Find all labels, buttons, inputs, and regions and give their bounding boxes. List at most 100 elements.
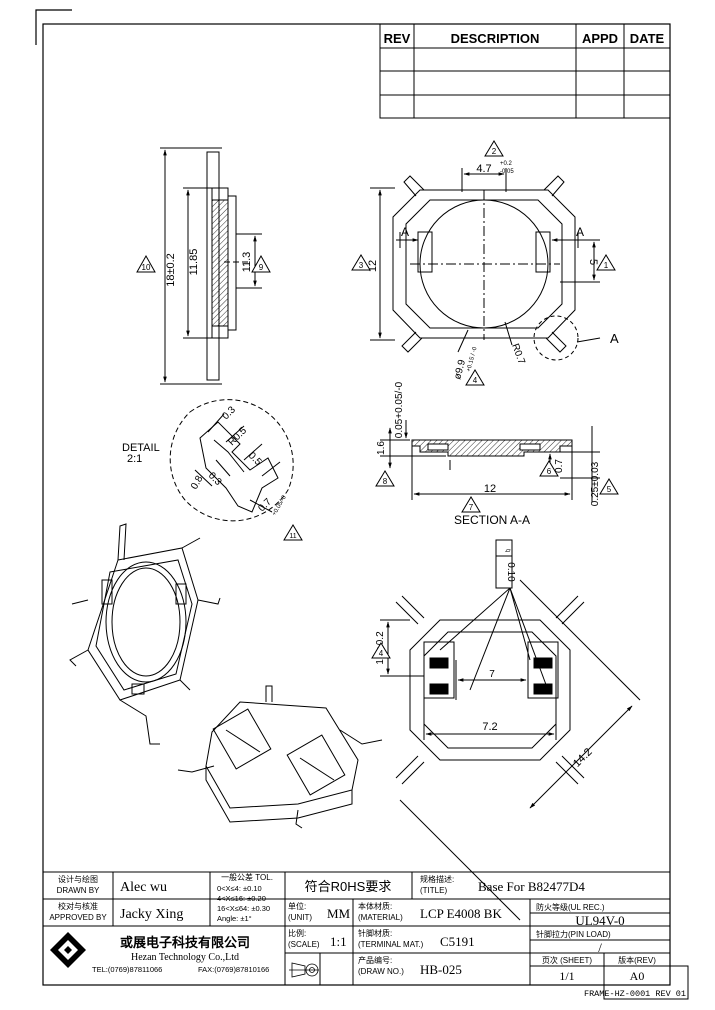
title-value: Base For B82477D4 xyxy=(478,879,585,894)
svg-text:7: 7 xyxy=(469,503,474,512)
dim-detail-05: 0.5 xyxy=(246,450,264,468)
isometric-base xyxy=(177,685,383,829)
dim-section-width: 12 xyxy=(484,483,496,495)
dim-section-thickness: 1.6 xyxy=(376,441,387,455)
scale-cn: 比例: xyxy=(288,928,306,938)
material-cn: 本体材质: xyxy=(358,901,392,911)
dim-detail-03a: 0.3 xyxy=(220,404,238,422)
flatness-value: 0.10 xyxy=(505,562,516,582)
dim-side-slot: 11.3 xyxy=(241,252,253,273)
detail-scale: 2:1 xyxy=(127,453,142,465)
marker-8: 8 xyxy=(375,470,395,487)
pin-load-cn: 针脚拉力(PIN LOAD) xyxy=(536,929,611,939)
svg-text:2: 2 xyxy=(492,147,497,156)
svg-text:9: 9 xyxy=(259,263,264,272)
unit-en: (UNIT) xyxy=(288,913,312,922)
dim-section-025: 0.25±0.03 xyxy=(590,461,601,506)
terminal-value: C5191 xyxy=(440,934,475,949)
terminal-en: (TERMINAL MAT.) xyxy=(358,940,424,949)
material-value: LCP E4008 BK xyxy=(420,906,502,921)
material-en: (MATERIAL) xyxy=(358,913,403,922)
marker-1: 1 xyxy=(596,254,616,271)
marker-6: 6 xyxy=(539,460,559,477)
dim-top-diameter: ø9.9 xyxy=(452,358,468,381)
marker-5: 5 xyxy=(599,478,619,495)
section-view xyxy=(380,420,600,502)
top-view xyxy=(370,168,601,361)
tol-row-3: 16<X≤64: ±0.30 xyxy=(217,904,270,913)
dim-bottom-142: 14.2 xyxy=(571,746,595,770)
description-header: DESCRIPTION xyxy=(451,31,540,46)
appd-header: APPD xyxy=(582,31,618,46)
rev-cn: 版本(REV) xyxy=(618,955,656,965)
marker-4b: 4 xyxy=(371,642,391,659)
scale-en: (SCALE) xyxy=(288,940,320,949)
svg-text:3: 3 xyxy=(359,261,364,270)
flatness-symbol: ▱ xyxy=(505,546,511,556)
drawing-no-cn: 产品编号: xyxy=(358,955,392,965)
terminal-cn: 针脚材质: xyxy=(358,928,392,938)
drawn-by-cn: 设计与绘图 xyxy=(58,874,98,884)
isometric-ring xyxy=(69,523,221,745)
approved-by-value: Jacky Xing xyxy=(120,907,183,922)
dim-detail-03b: 0.3 xyxy=(206,470,224,488)
dim-section-top-tol: 0.05+0.05/-0 xyxy=(394,381,405,438)
dim-top-width: 4.7 xyxy=(476,163,491,175)
marker-7: 7 xyxy=(461,496,481,513)
svg-text:6: 6 xyxy=(547,467,552,476)
ul-value: UL94V-0 xyxy=(575,913,624,928)
sheet-value: 1/1 xyxy=(559,969,574,983)
tol-row-2: 4<X≤16: ±0.20 xyxy=(217,894,266,903)
dim-top-tol-minus: -0.05 xyxy=(500,169,514,175)
marker-2: 2 xyxy=(484,140,504,157)
drawn-by-en: DRAWN BY xyxy=(57,886,100,895)
marker-9: 9 xyxy=(251,254,271,273)
detail-a-label: A xyxy=(610,331,619,346)
svg-text:11: 11 xyxy=(289,533,296,540)
section-a-left-label: A xyxy=(401,225,409,239)
marker-11: 11 xyxy=(283,524,303,541)
sheet-frame xyxy=(35,9,671,986)
detail-view xyxy=(169,399,294,522)
frame-reference: FRAME-HZ-0001 REV 01 xyxy=(584,989,686,999)
unit-cn: 单位: xyxy=(288,901,306,911)
dim-top-radius: R0.7 xyxy=(509,342,527,366)
dim-bottom-7: 7 xyxy=(489,669,495,680)
side-view xyxy=(160,147,262,385)
dim-detail-tol: +0.05/-0 xyxy=(272,494,289,517)
dim-top-tol-plus: +0.2 xyxy=(500,161,513,167)
company-cn: 或展电子科技有限公司 xyxy=(120,935,250,950)
section-a-right-label: A xyxy=(576,225,584,239)
title-block xyxy=(42,871,689,1000)
approved-by-en: APPROVED BY xyxy=(49,913,107,922)
pin-load-value: / xyxy=(598,940,602,955)
svg-text:4: 4 xyxy=(379,649,384,658)
dim-side-inner: 11.85 xyxy=(188,249,200,276)
svg-text:8: 8 xyxy=(383,477,388,486)
dim-top-right: 5 xyxy=(587,259,599,265)
company-fax: FAX:(0769)87810166 xyxy=(198,965,269,974)
sheet-cn: 页次 (SHEET) xyxy=(542,955,593,965)
section-title: SECTION A-A xyxy=(454,513,530,527)
drawing-no-en: (DRAW NO.) xyxy=(358,967,404,976)
svg-text:1: 1 xyxy=(604,261,609,270)
svg-text:5: 5 xyxy=(607,485,612,494)
tol-row-1: 0<X≤4: ±0.10 xyxy=(217,884,262,893)
scale-value: 1:1 xyxy=(330,934,347,949)
dim-top-diameter-tol: +0.15 / -0 xyxy=(466,346,479,373)
dim-detail-08: 0.8 xyxy=(189,474,206,492)
dim-section-07: 0.7 xyxy=(554,459,565,473)
svg-text:4: 4 xyxy=(473,376,478,385)
marker-3: 3 xyxy=(351,254,371,271)
company-en: Hezan Technology Co.,Ltd xyxy=(131,952,239,963)
rev-header: REV xyxy=(384,31,411,46)
drawn-by-value: Alec wu xyxy=(120,880,167,895)
date-header: DATE xyxy=(630,31,665,46)
tol-title: 一般公差 TOL. xyxy=(221,872,273,882)
tol-row-4: Angle: ±1° xyxy=(217,914,252,923)
ul-cn: 防火等级(UL REC.) xyxy=(536,902,605,912)
revision-table xyxy=(379,23,671,119)
company-logo xyxy=(50,932,86,968)
detail-title: DETAIL xyxy=(122,442,160,454)
